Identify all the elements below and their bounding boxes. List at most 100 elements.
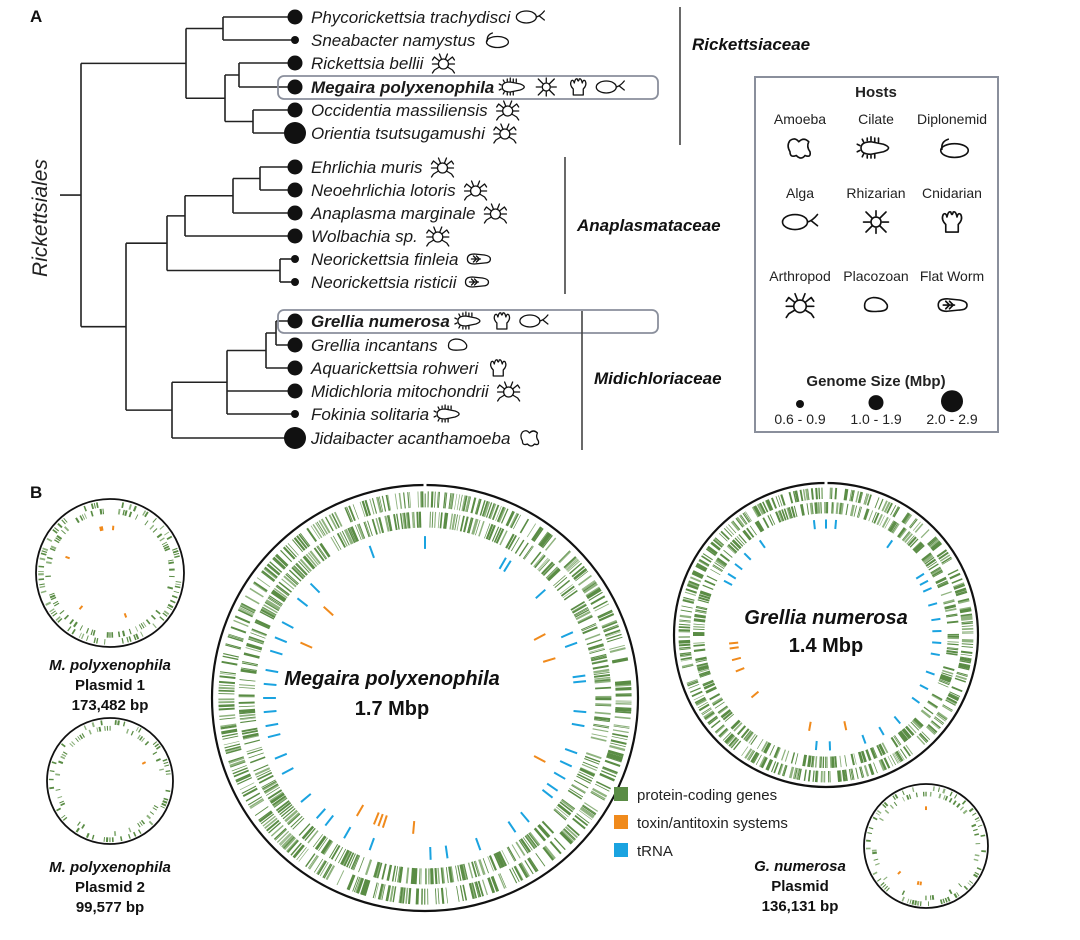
protein-coding-gene (883, 757, 891, 769)
protein-coding-gene (402, 887, 406, 904)
protein-coding-gene (703, 710, 714, 718)
protein-coding-gene (495, 853, 503, 868)
protein-coding-gene (680, 658, 693, 662)
protein-coding-gene (881, 500, 888, 512)
genome-size-dot (287, 79, 303, 95)
protein-coding-gene (956, 892, 960, 897)
protein-coding-gene (583, 583, 598, 594)
protein-coding-gene (392, 886, 397, 903)
protein-coding-gene (260, 813, 275, 825)
protein-coding-gene (267, 789, 283, 800)
protein-coding-gene (679, 614, 692, 619)
protein-coding-gene (913, 542, 924, 553)
arthropod-icon (785, 292, 815, 319)
trna-mark (564, 641, 578, 648)
protein-coding-gene (812, 755, 815, 768)
protein-coding-gene (845, 503, 849, 516)
protein-coding-gene (873, 762, 878, 774)
protein-coding-gene (946, 896, 951, 902)
protein-coding-gene (538, 532, 550, 547)
protein-coding-gene (83, 725, 87, 731)
protein-coding-gene (576, 813, 590, 824)
protein-coding-gene (102, 508, 105, 515)
protein-coding-gene (911, 719, 922, 730)
protein-coding-gene (573, 606, 589, 616)
protein-coding-gene (901, 896, 905, 902)
protein-coding-gene (937, 582, 949, 589)
protein-coding-gene (893, 506, 901, 518)
protein-coding-gene (613, 725, 630, 729)
protein-coding-gene (798, 768, 802, 781)
protein-coding-gene (564, 557, 578, 569)
protein-coding-gene (230, 626, 247, 634)
protein-coding-gene (269, 791, 284, 802)
protein-coding-gene (334, 511, 343, 527)
protein-coding-gene (341, 530, 350, 546)
protein-coding-gene (288, 569, 302, 582)
protein-coding-gene (878, 743, 886, 756)
host-label: Cilate (858, 111, 894, 127)
protein-coding-gene (239, 605, 255, 614)
protein-coding-gene (766, 759, 774, 771)
protein-coding-gene (405, 887, 409, 904)
protein-coding-gene (261, 779, 276, 788)
protein-coding-gene (509, 512, 518, 528)
protein-coding-gene (241, 785, 257, 794)
protein-coding-gene (879, 817, 884, 822)
protein-coding-gene (831, 756, 833, 768)
protein-coding-gene (898, 528, 907, 539)
protein-coding-gene (55, 616, 61, 621)
trna-mark (572, 674, 586, 679)
protein-coding-gene (394, 866, 399, 883)
protein-coding-gene (959, 660, 971, 664)
protein-coding-gene (577, 615, 593, 625)
protein-coding-gene (290, 842, 302, 856)
protein-coding-gene (248, 635, 265, 643)
arthropod-icon (463, 180, 488, 201)
protein-coding-gene (547, 568, 561, 582)
protein-coding-gene (440, 867, 444, 884)
protein-coding-gene (931, 720, 941, 729)
protein-coding-gene (845, 489, 849, 501)
protein-coding-gene (347, 527, 356, 544)
taxon-name: Anaplasma marginale (310, 204, 475, 223)
protein-coding-gene (796, 768, 801, 780)
protein-coding-gene (135, 726, 139, 732)
protein-coding-gene (961, 640, 974, 643)
protein-coding-gene (498, 851, 507, 867)
protein-coding-gene (471, 882, 478, 899)
protein-coding-gene (602, 767, 618, 775)
protein-coding-gene (248, 636, 265, 644)
trna-mark (834, 519, 838, 530)
protein-coding-gene (417, 491, 419, 508)
protein-coding-gene (867, 832, 873, 835)
protein-coding-gene (498, 507, 507, 523)
protein-coding-gene (249, 587, 264, 598)
protein-coding-gene (135, 633, 140, 640)
protein-coding-gene (593, 724, 610, 729)
protein-coding-gene (46, 556, 53, 560)
protein-coding-gene (927, 700, 939, 709)
mp-p2-size: 99,577 bp (76, 899, 144, 916)
protein-coding-gene (693, 618, 706, 622)
legend-swatch (614, 787, 628, 801)
protein-coding-gene (696, 605, 708, 610)
protein-coding-gene (61, 529, 66, 535)
protein-coding-gene (542, 563, 554, 576)
protein-coding-gene (505, 533, 515, 549)
protein-coding-gene (948, 797, 953, 803)
protein-coding-gene (937, 711, 948, 720)
protein-coding-gene (895, 751, 903, 762)
protein-coding-gene (343, 529, 353, 545)
protein-coding-gene (242, 732, 259, 737)
toxin-antitoxin-mark (916, 880, 920, 886)
protein-coding-gene (889, 754, 896, 766)
protein-coding-gene (886, 502, 893, 514)
protein-coding-gene (259, 610, 275, 620)
protein-coding-gene (514, 539, 525, 554)
protein-coding-gene (511, 844, 521, 859)
protein-coding-gene (148, 820, 154, 826)
protein-coding-gene (778, 510, 785, 522)
protein-coding-gene (316, 546, 327, 560)
protein-coding-gene (600, 770, 617, 778)
